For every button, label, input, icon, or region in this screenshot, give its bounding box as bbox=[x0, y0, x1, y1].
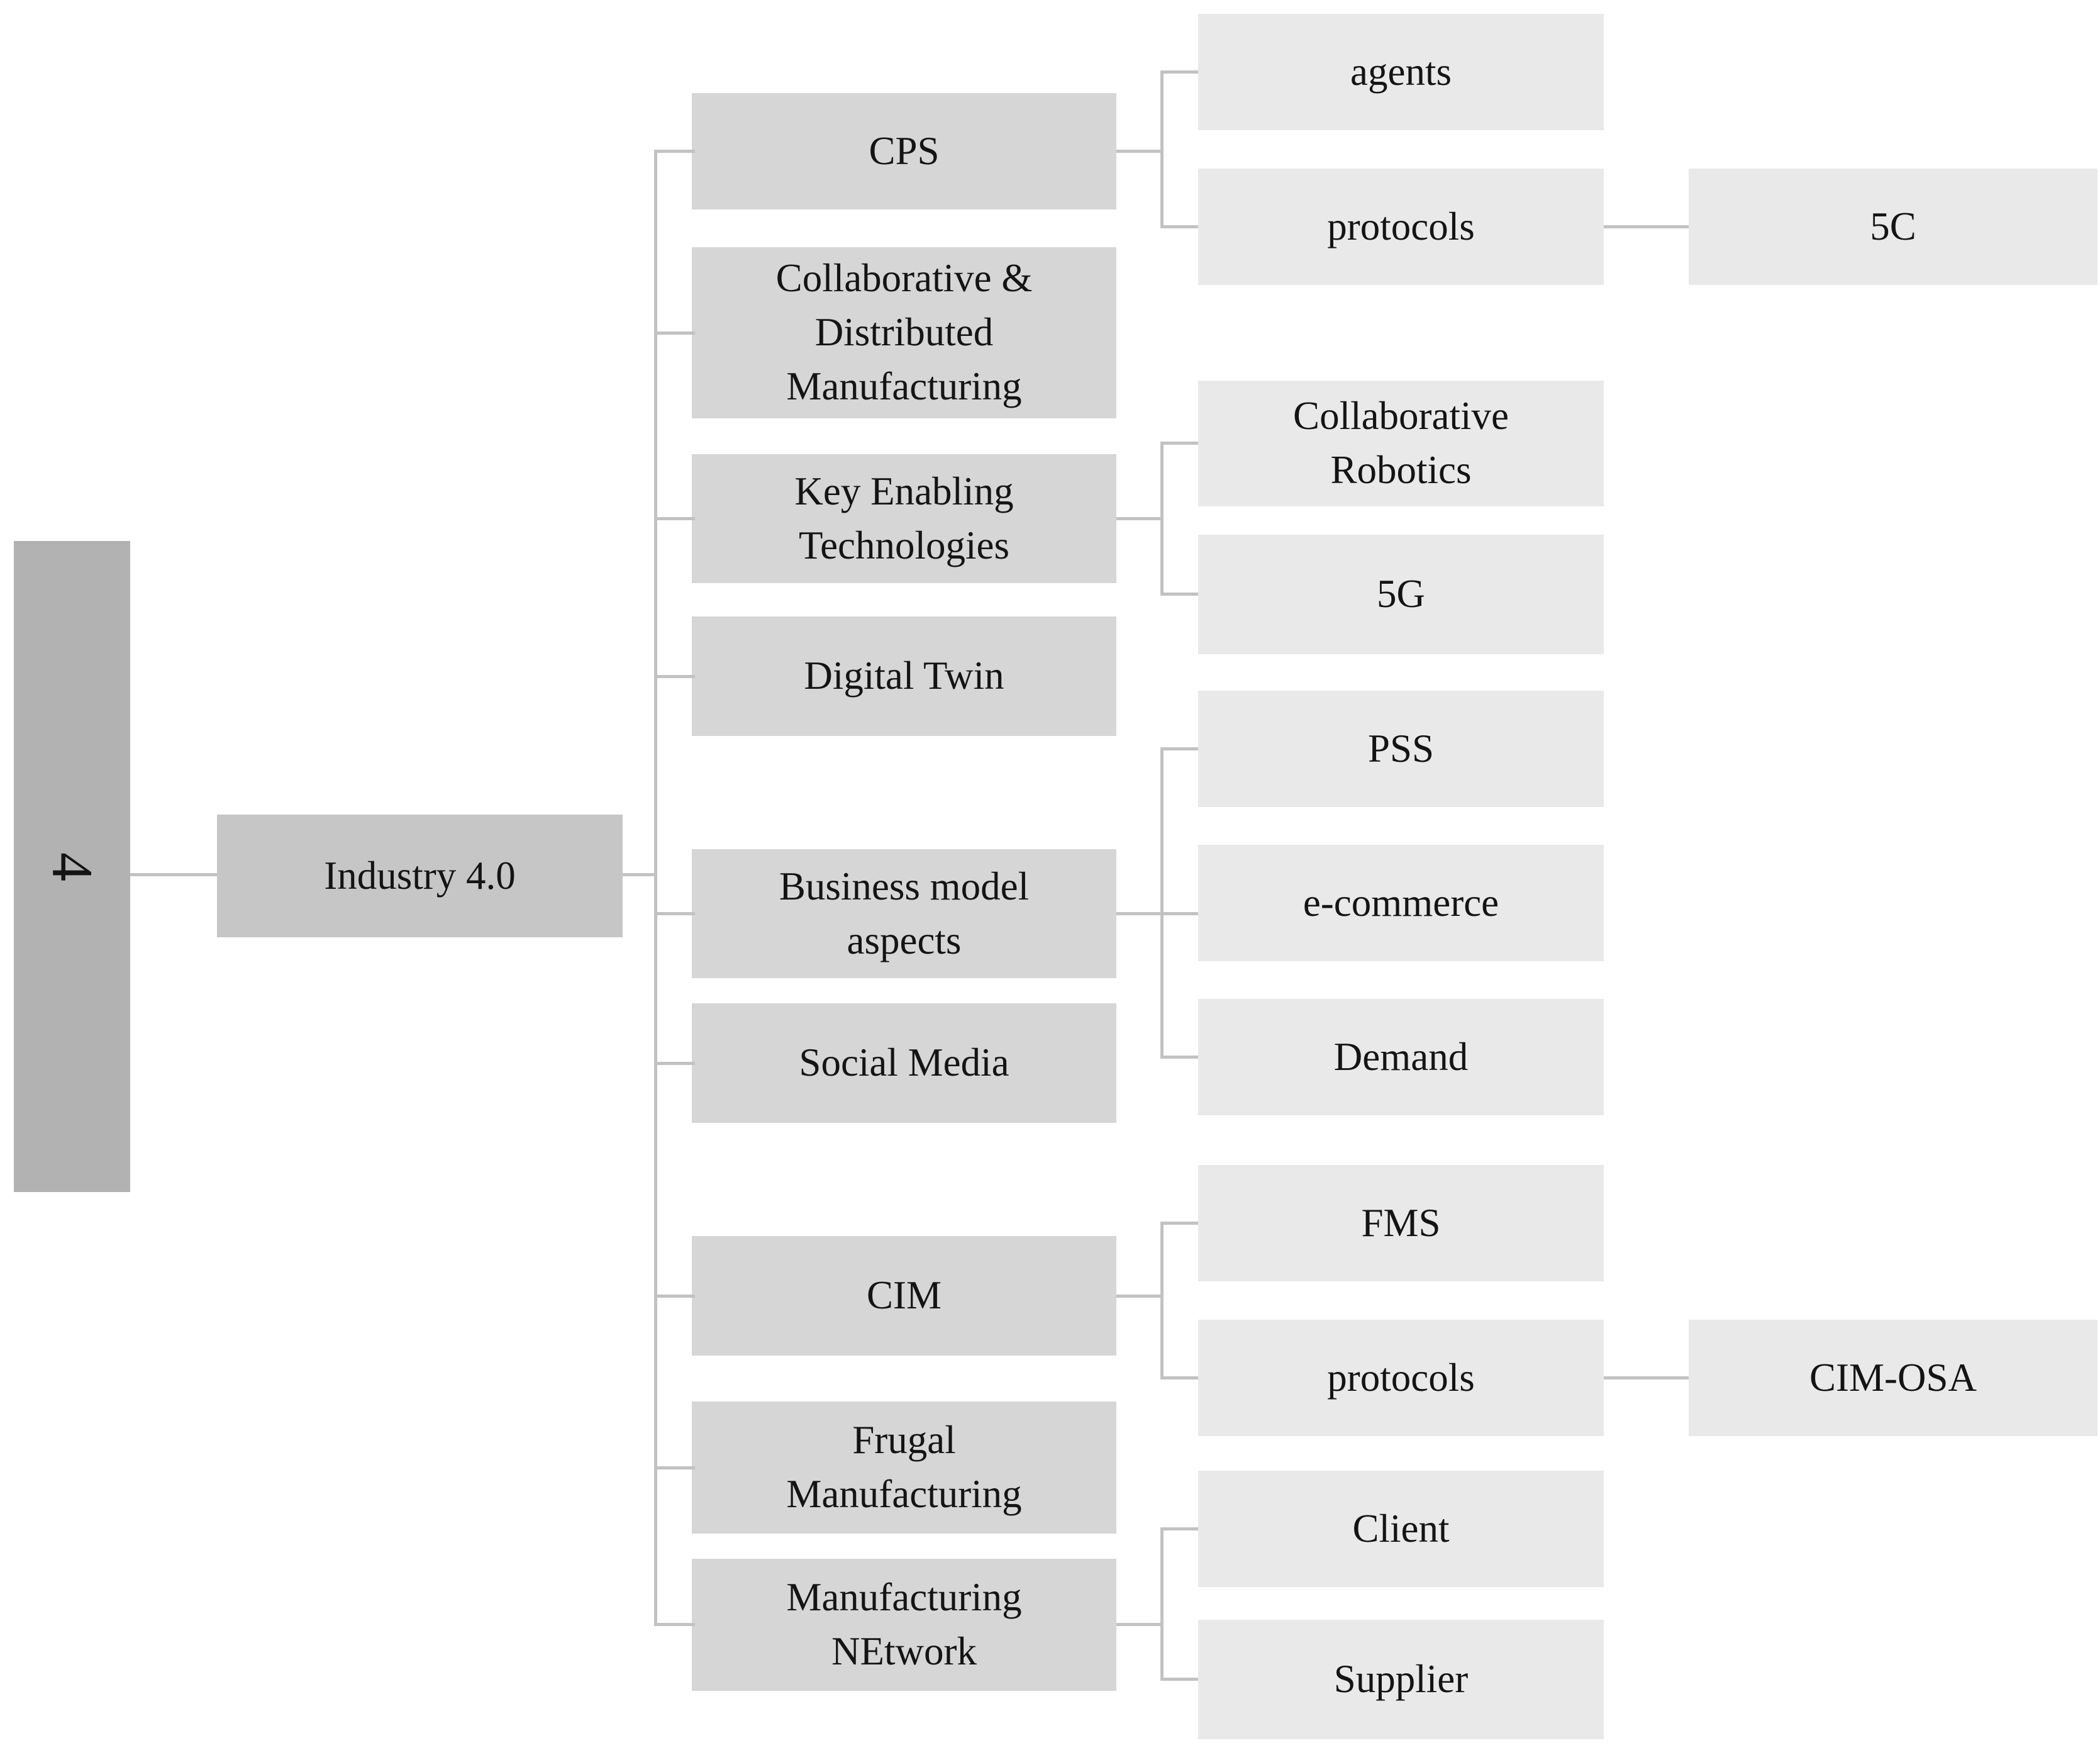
connector-line bbox=[1160, 70, 1164, 228]
node-agents: agents bbox=[1198, 14, 1604, 130]
connector-line bbox=[654, 332, 695, 335]
connector-line bbox=[1116, 150, 1164, 153]
connector-line bbox=[654, 1062, 695, 1065]
node-label: Digital Twin bbox=[804, 654, 1004, 698]
node-label: protocols bbox=[1327, 204, 1475, 248]
node-label: Client bbox=[1352, 1506, 1450, 1551]
node-label: Social Media bbox=[799, 1040, 1009, 1085]
node-e-commerce: e-commerce bbox=[1198, 845, 1604, 961]
connector-line bbox=[1160, 442, 1164, 596]
connector-line bbox=[654, 675, 695, 678]
node-label: agents bbox=[1350, 49, 1452, 94]
connector-line bbox=[1160, 442, 1198, 445]
node-cim-osa: CIM-OSA bbox=[1689, 1320, 2097, 1436]
connector-line bbox=[1116, 1295, 1164, 1298]
connector-line bbox=[654, 1623, 695, 1626]
node-label: CIM bbox=[866, 1273, 942, 1318]
node-cim: CIM bbox=[692, 1236, 1116, 1356]
node-demand: Demand bbox=[1198, 999, 1604, 1115]
node-root-bar: 4 bbox=[14, 541, 130, 1192]
connector-line bbox=[1160, 747, 1198, 750]
node-industry-4-0: Industry 4.0 bbox=[217, 815, 623, 937]
node-label: 5C bbox=[1870, 204, 1916, 248]
connector-line bbox=[1160, 1527, 1164, 1681]
node-digital-twin: Digital Twin bbox=[692, 616, 1116, 736]
connector-line bbox=[623, 873, 657, 876]
node-label: protocols bbox=[1327, 1355, 1475, 1400]
node-frugal-mfg: Frugal Manufacturing bbox=[692, 1402, 1116, 1534]
node-5c: 5C bbox=[1689, 169, 2097, 285]
connector-line bbox=[1116, 912, 1198, 915]
node-pss: PSS bbox=[1198, 691, 1604, 807]
node-label: CIM-OSA bbox=[1809, 1355, 1977, 1400]
connector-line bbox=[654, 1295, 695, 1298]
node-label: CPS bbox=[869, 128, 940, 173]
node-manufacturing-network: Manufacturing NEtwork bbox=[692, 1559, 1116, 1691]
node-label: e-commerce bbox=[1303, 880, 1499, 925]
connector-line bbox=[1604, 1376, 1689, 1379]
node-label: Supplier bbox=[1333, 1657, 1469, 1702]
connector-line bbox=[1160, 1222, 1198, 1225]
connector-line bbox=[1116, 517, 1164, 520]
node-client: Client bbox=[1198, 1471, 1604, 1587]
connector-line bbox=[654, 517, 695, 520]
node-collab-distributed-mfg: Collaborative & Distributed Manufacturin… bbox=[692, 247, 1116, 418]
node-protocols-cps: protocols bbox=[1198, 169, 1604, 285]
node-label: 5G bbox=[1377, 572, 1425, 616]
connector-line bbox=[1160, 225, 1198, 228]
node-business-model-aspects: Business model aspects bbox=[692, 849, 1116, 978]
node-label: Collaborative Robotics bbox=[1293, 394, 1509, 492]
node-label: Key Enabling Technologies bbox=[794, 469, 1014, 567]
node-label: Manufacturing NEtwork bbox=[786, 1575, 1022, 1673]
connector-line bbox=[1160, 593, 1198, 596]
connector-line bbox=[1160, 1678, 1198, 1681]
connector-line bbox=[1160, 1376, 1198, 1379]
node-cps: CPS bbox=[692, 93, 1116, 209]
node-supplier: Supplier bbox=[1198, 1620, 1604, 1739]
connector-line bbox=[1604, 225, 1689, 228]
node-label: Collaborative & Distributed Manufacturin… bbox=[775, 256, 1033, 408]
connector-line bbox=[1160, 1222, 1164, 1379]
node-label: Demand bbox=[1333, 1034, 1469, 1079]
connector-line bbox=[654, 1466, 695, 1469]
connector-line bbox=[1160, 1056, 1198, 1059]
connector-line bbox=[1160, 747, 1164, 1059]
node-5g: 5G bbox=[1198, 535, 1604, 654]
connector-line bbox=[654, 150, 657, 1626]
node-protocols-cim: protocols bbox=[1198, 1320, 1604, 1436]
node-label: Industry 4.0 bbox=[324, 853, 516, 898]
connector-line bbox=[1160, 1527, 1198, 1530]
connector-line bbox=[654, 912, 695, 915]
node-label: FMS bbox=[1361, 1200, 1441, 1245]
node-social-media: Social Media bbox=[692, 1003, 1116, 1123]
connector-line bbox=[1116, 1623, 1164, 1626]
node-label: PSS bbox=[1367, 726, 1435, 771]
node-key-enabling-tech: Key Enabling Technologies bbox=[692, 454, 1116, 583]
node-label: Frugal Manufacturing bbox=[786, 1418, 1022, 1516]
node-label: Business model aspects bbox=[779, 864, 1030, 962]
connector-line bbox=[1160, 70, 1198, 74]
node-collaborative-robotics: Collaborative Robotics bbox=[1198, 381, 1604, 506]
connector-line bbox=[130, 873, 217, 876]
node-fms: FMS bbox=[1198, 1165, 1604, 1281]
connector-line bbox=[654, 150, 695, 153]
root-bar-label: 4 bbox=[40, 852, 104, 881]
